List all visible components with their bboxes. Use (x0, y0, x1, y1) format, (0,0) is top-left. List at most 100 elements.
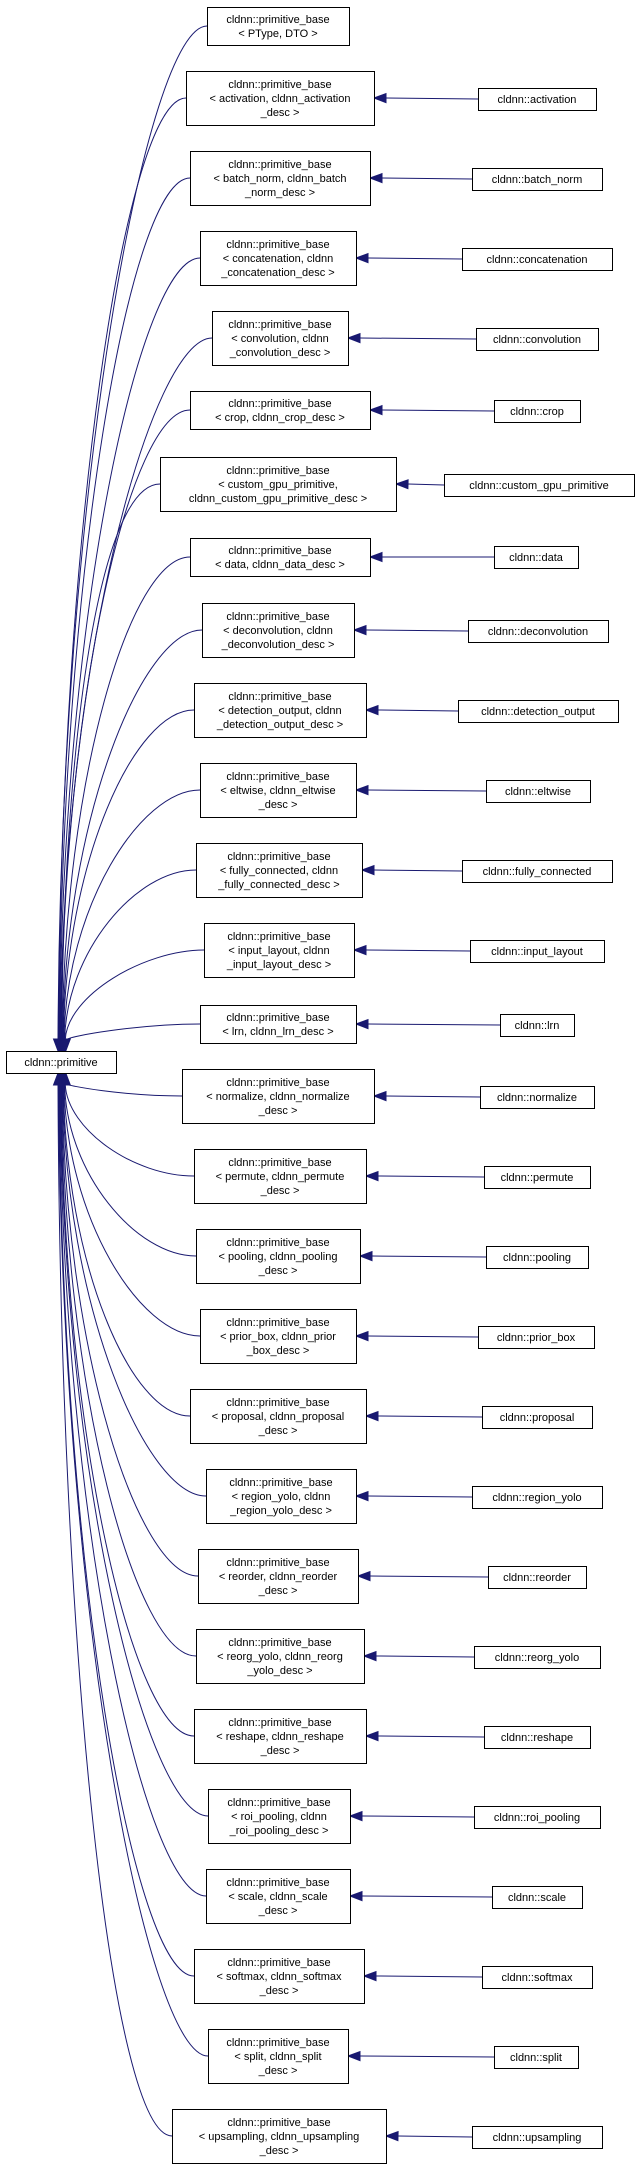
node-primitive-base-b21-label: cldnn::primitive_base (228, 1637, 331, 1649)
node-permute[interactable]: cldnn::permute (484, 1166, 591, 1189)
node-split[interactable]: cldnn::split (494, 2046, 579, 2069)
edge-line (385, 97, 479, 100)
node-primitive-base-b9-label: < detection_output, cldnn (218, 705, 341, 717)
node-primitive-base-b26-label: < split, cldnn_split (234, 2051, 321, 2063)
node-custom-gpu-primitive-box (444, 474, 635, 497)
node-primitive-base-b24[interactable]: cldnn::primitive_base< scale, cldnn_scal… (206, 1869, 351, 1924)
node-primitive-base-b5-label: < crop, cldnn_crop_desc > (215, 412, 345, 424)
node-proposal[interactable]: cldnn::proposal (482, 1406, 593, 1429)
node-primitive-base-b11-label: cldnn::primitive_base (227, 851, 330, 863)
edge-d7-arrowhead (368, 551, 383, 563)
node-roi-pooling[interactable]: cldnn::roi_pooling (474, 1806, 601, 1829)
node-reorder[interactable]: cldnn::reorder (488, 1566, 587, 1589)
node-pooling-box (486, 1246, 589, 1269)
node-cldnn-primitive[interactable]: cldnn::primitive (6, 1051, 117, 1074)
node-upsampling-box (472, 2126, 603, 2149)
node-reshape-box (484, 1726, 591, 1749)
node-primitive-base-b13[interactable]: cldnn::primitive_base< lrn, cldnn_lrn_de… (200, 1005, 357, 1044)
node-primitive-base-b27[interactable]: cldnn::primitive_base< upsampling, cldnn… (172, 2109, 387, 2164)
edge-line (57, 1083, 173, 2137)
node-convolution[interactable]: cldnn::convolution (476, 328, 599, 351)
node-primitive-base-b11[interactable]: cldnn::primitive_base< fully_connected, … (196, 843, 363, 898)
node-primitive-base-b10[interactable]: cldnn::primitive_base< eltwise, cldnn_el… (200, 763, 357, 818)
node-primitive-base-b17[interactable]: cldnn::primitive_base< prior_box, cldnn_… (200, 1309, 357, 1364)
edge-line (64, 1083, 195, 1177)
node-primitive-base-b6[interactable]: cldnn::primitive_base< custom_gpu_primit… (160, 457, 397, 512)
node-primitive-base-b15[interactable]: cldnn::primitive_base< permute, cldnn_pe… (194, 1149, 367, 1204)
node-eltwise-label: cldnn::eltwise (505, 786, 571, 798)
node-permute-box (484, 1166, 591, 1189)
node-primitive-base-b26-box (208, 2029, 349, 2084)
node-primitive-base-b20[interactable]: cldnn::primitive_base< reorder, cldnn_re… (198, 1549, 359, 1604)
node-primitive-base-b3[interactable]: cldnn::primitive_base< concatenation, cl… (200, 231, 357, 286)
node-primitive-base-b13-label: cldnn::primitive_base (226, 1012, 329, 1024)
node-custom-gpu-primitive[interactable]: cldnn::custom_gpu_primitive (444, 474, 635, 497)
node-primitive-base-b16-label: cldnn::primitive_base (226, 1237, 329, 1249)
node-crop[interactable]: cldnn::crop (494, 400, 581, 423)
node-primitive-base-b6-label: < custom_gpu_primitive, (218, 479, 338, 491)
edge-d23-arrowhead (348, 1810, 363, 1822)
node-primitive-base-b0[interactable]: cldnn::primitive_base< PType, DTO > (207, 7, 350, 46)
node-primitive-base-b1-label: < activation, cldnn_activation (210, 93, 351, 105)
edge-d22-arrowhead (364, 1730, 379, 1742)
node-eltwise[interactable]: cldnn::eltwise (486, 780, 591, 803)
node-primitive-base-b25[interactable]: cldnn::primitive_base< softmax, cldnn_so… (194, 1949, 365, 2004)
edge-line (375, 1655, 475, 1658)
edge-d3-to-b3 (354, 252, 463, 264)
node-primitive-base-b7-box (190, 538, 371, 577)
edge-d14-to-b14 (372, 1090, 481, 1102)
node-batch-norm[interactable]: cldnn::batch_norm (472, 168, 603, 191)
node-primitive-base-b26[interactable]: cldnn::primitive_base< split, cldnn_spli… (208, 2029, 349, 2084)
node-pooling[interactable]: cldnn::pooling (486, 1246, 589, 1269)
node-primitive-base-b19-label: < region_yolo, cldnn (232, 1491, 331, 1503)
node-lrn-label: cldnn::lrn (515, 1020, 560, 1032)
node-primitive-base-b9[interactable]: cldnn::primitive_base< detection_output,… (194, 683, 367, 738)
node-primitive-base-b21-label: _yolo_desc > (246, 1665, 312, 1677)
node-primitive-base-b12[interactable]: cldnn::primitive_base< input_layout, cld… (204, 923, 355, 978)
node-primitive-base-b16[interactable]: cldnn::primitive_base< pooling, cldnn_po… (196, 1229, 361, 1284)
node-data-box (494, 546, 579, 569)
node-primitive-base-b5[interactable]: cldnn::primitive_base< crop, cldnn_crop_… (190, 391, 371, 430)
node-reorg-yolo[interactable]: cldnn::reorg_yolo (474, 1646, 601, 1669)
node-prior-box[interactable]: cldnn::prior_box (478, 1326, 595, 1349)
node-primitive-base-b22[interactable]: cldnn::primitive_base< reshape, cldnn_re… (194, 1709, 367, 1764)
edge-b14-to-primitive (60, 1071, 183, 1097)
node-activation[interactable]: cldnn::activation (478, 88, 597, 111)
node-concatenation[interactable]: cldnn::concatenation (462, 248, 613, 271)
node-primitive-base-b2[interactable]: cldnn::primitive_base< batch_norm, cldnn… (190, 151, 371, 206)
node-primitive-base-b21[interactable]: cldnn::primitive_base< reorg_yolo, cldnn… (196, 1629, 365, 1684)
node-lrn[interactable]: cldnn::lrn (500, 1014, 575, 1037)
node-detection-output[interactable]: cldnn::detection_output (458, 700, 619, 723)
node-primitive-base-b7-label: cldnn::primitive_base (228, 545, 331, 557)
node-scale[interactable]: cldnn::scale (492, 1886, 583, 1909)
node-primitive-base-b1[interactable]: cldnn::primitive_base< activation, cldnn… (186, 71, 375, 126)
node-fully-connected[interactable]: cldnn::fully_connected (462, 860, 613, 883)
node-reshape[interactable]: cldnn::reshape (484, 1726, 591, 1749)
node-normalize[interactable]: cldnn::normalize (480, 1086, 595, 1109)
edge-line (64, 869, 197, 1041)
node-data[interactable]: cldnn::data (494, 546, 579, 569)
node-upsampling[interactable]: cldnn::upsampling (472, 2126, 603, 2149)
node-primitive-base-b18-label: cldnn::primitive_base (226, 1397, 329, 1409)
node-deconvolution[interactable]: cldnn::deconvolution (468, 620, 609, 643)
node-primitive-base-b8[interactable]: cldnn::primitive_base< deconvolution, cl… (202, 603, 355, 658)
node-primitive-base-b23[interactable]: cldnn::primitive_base< roi_pooling, cldn… (208, 1789, 351, 1844)
node-region-yolo[interactable]: cldnn::region_yolo (472, 1486, 603, 1509)
edge-b19-to-primitive (57, 1071, 207, 1497)
node-input-layout[interactable]: cldnn::input_layout (470, 940, 605, 963)
edge-b8-to-primitive (57, 629, 203, 1053)
edge-line (59, 257, 201, 1041)
node-primitive-base-b18-label: < proposal, cldnn_proposal (212, 1411, 344, 1423)
node-primitive-base-b18[interactable]: cldnn::primitive_base< proposal, cldnn_p… (190, 1389, 367, 1444)
edge-d5-to-b5 (368, 404, 495, 416)
node-primitive-base-b19[interactable]: cldnn::primitive_base< region_yolo, cldn… (206, 1469, 357, 1524)
edge-d8-arrowhead (352, 624, 367, 636)
node-prior-box-box (478, 1326, 595, 1349)
node-primitive-base-b15-label: < permute, cldnn_permute (216, 1171, 345, 1183)
node-softmax[interactable]: cldnn::softmax (482, 1966, 593, 1989)
node-primitive-base-b7[interactable]: cldnn::primitive_base< data, cldnn_data_… (190, 538, 371, 577)
node-primitive-base-b14[interactable]: cldnn::primitive_base< normalize, cldnn_… (182, 1069, 375, 1124)
node-primitive-base-b4[interactable]: cldnn::primitive_base< convolution, cldn… (212, 311, 349, 366)
edge-d11-to-b11 (360, 864, 463, 876)
edge-b17-to-primitive (58, 1071, 201, 1337)
